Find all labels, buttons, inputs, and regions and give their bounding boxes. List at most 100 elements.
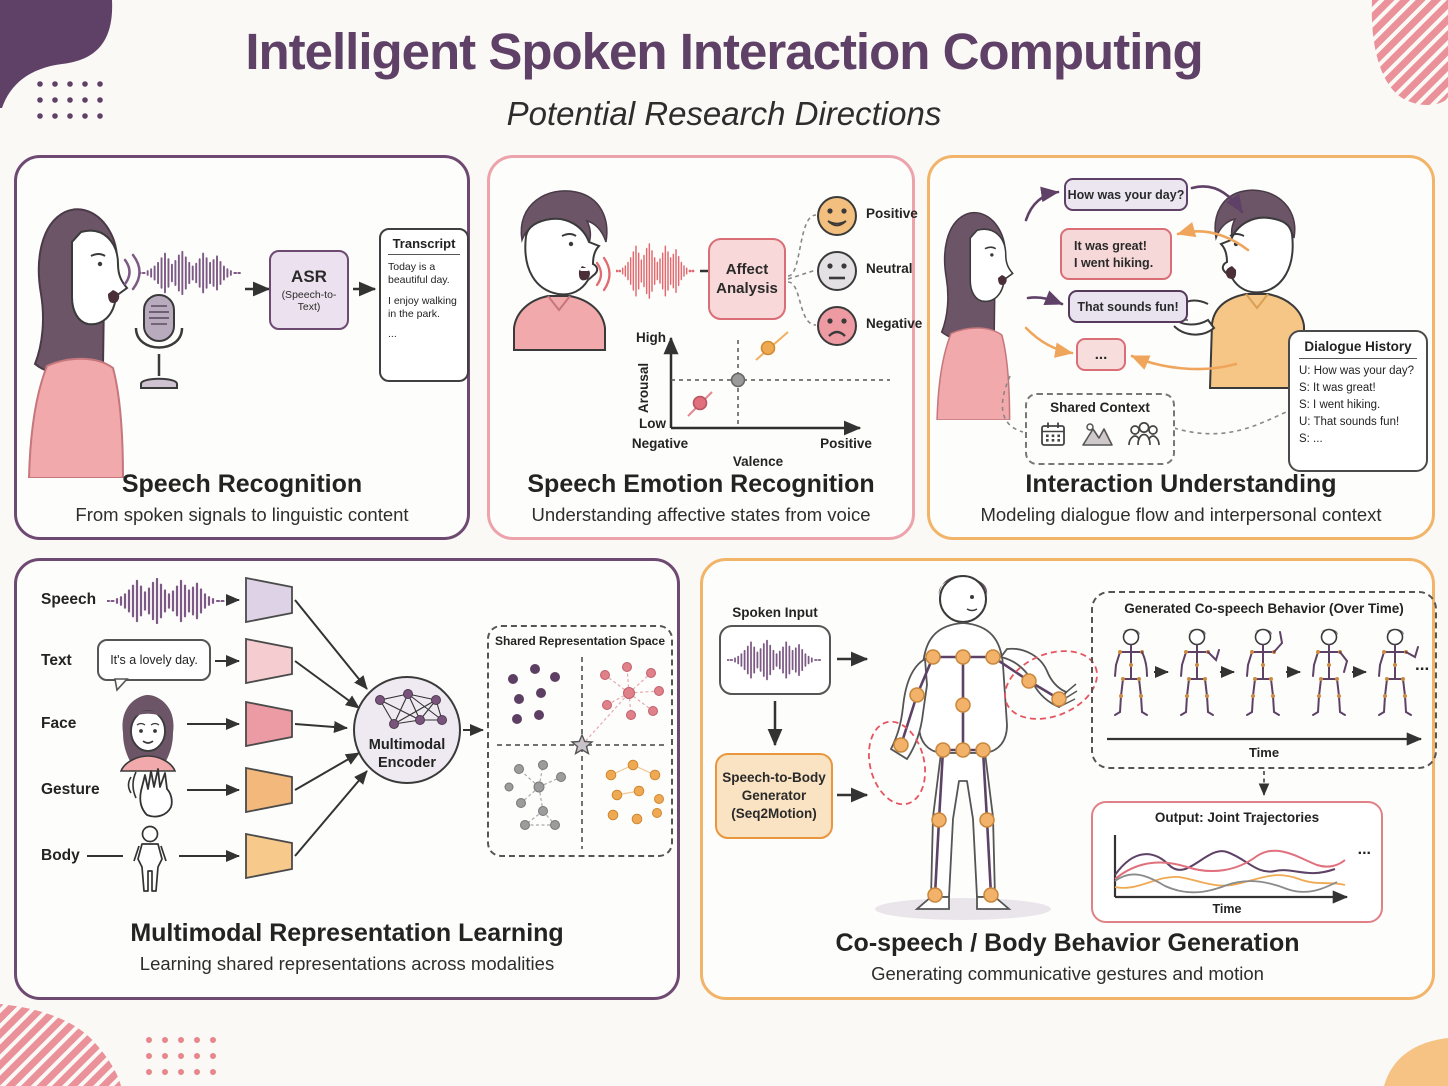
input-waveform-icon <box>727 639 823 681</box>
page-subtitle: Potential Research Directions <box>506 95 942 132</box>
dashed-branches <box>787 214 817 326</box>
multimodal-encoder-node: Multimodal Encoder <box>353 676 461 784</box>
group-icon <box>1128 422 1160 446</box>
space-title: Shared Representation Space <box>494 634 666 648</box>
dialogue-history-line: S: It was great! <box>1299 382 1376 394</box>
behavior-time-label: Time <box>1248 745 1280 760</box>
positive-face-icon <box>817 196 857 236</box>
panel-title: Multimodal Representation Learning <box>130 919 564 947</box>
speech-to-body-generator-box: Speech-to-Body Generator (Seq2Motion) <box>715 753 833 839</box>
output-ellipsis: ... <box>1357 841 1371 858</box>
panel-subtitle: From spoken signals to linguistic conten… <box>75 504 409 525</box>
dialogue-history-line: S: ... <box>1299 433 1323 445</box>
modality-label-text: Text <box>41 652 72 669</box>
affect-analysis-box: Affect Analysis <box>708 238 786 320</box>
dots-grid-bottom-left <box>146 1037 216 1075</box>
dialogue-bubble-2: It was great! I went hiking. <box>1060 228 1172 280</box>
corner-petal-bottom-left <box>0 1004 121 1086</box>
gesture-encoder-trapezoid <box>245 766 293 814</box>
chart-low-label: Low <box>639 416 666 431</box>
panel-interaction-understanding: How was your day? It was great! I went h… <box>927 155 1435 540</box>
affect-point-low-negative <box>692 395 708 411</box>
dialogue-bubble-1: How was your day? <box>1064 178 1188 211</box>
calendar-icon <box>1041 422 1065 446</box>
speech-arcs-icon <box>595 256 611 292</box>
output-trajectories-box: Output: Joint Trajectories Time ... <box>1091 801 1383 923</box>
positive-label: Positive <box>866 206 918 221</box>
neutral-face-icon <box>817 251 857 291</box>
panel-subtitle: Generating communicative gestures and mo… <box>871 963 1264 984</box>
asr-box-sub: (Speech-to-Text) <box>281 289 337 313</box>
arrow-generator-to-figure <box>837 787 869 803</box>
arrow-input-to-figure <box>837 651 869 667</box>
panel-speech-emotion: Affect Analysis Positive Neutral N <box>487 155 922 540</box>
text-encoder-trapezoid <box>245 637 293 685</box>
modality-label-body: Body <box>41 847 80 864</box>
output-time-label: Time <box>1213 902 1242 916</box>
dialogue-history-line: U: That sounds fun! <box>1299 416 1400 428</box>
generator-line: (Seq2Motion) <box>731 806 817 822</box>
arrow-wave-to-asr <box>245 281 271 297</box>
pose-frame-1 <box>1109 627 1148 719</box>
dashed-connector-to-output <box>1258 771 1270 796</box>
asr-box-title: ASR <box>291 267 327 286</box>
panel-title: Interaction Understanding <box>1025 470 1337 498</box>
dialogue-history-card: Dialogue History U: How was your day? S:… <box>1288 330 1428 472</box>
corner-petal-bottom-right <box>1384 1038 1448 1086</box>
text-bubble-tail <box>114 678 129 692</box>
generated-behavior-title: Generated Co-speech Behavior (Over Time) <box>1124 601 1404 616</box>
panel-subtitle: Learning shared representations across m… <box>139 953 555 974</box>
panel-title: Co-speech / Body Behavior Generation <box>835 929 1300 957</box>
chart-positive-label: Positive <box>820 436 872 451</box>
shared-context-box: Shared Context <box>1025 393 1175 465</box>
face-icon <box>119 695 177 772</box>
chart-valence-label: Valence <box>733 454 784 469</box>
motion-loop-right <box>1004 650 1098 720</box>
man-speaking-illustration <box>513 190 608 351</box>
behavior-ellipsis: ... <box>1415 655 1430 674</box>
arrow-asr-to-transcript <box>353 281 377 297</box>
arrow-input-to-generator <box>767 701 783 747</box>
chart-negative-label: Negative <box>632 436 689 451</box>
pose-frame-3 <box>1241 627 1284 719</box>
multimodal-arrows <box>87 594 484 862</box>
modality-label-gesture: Gesture <box>41 781 100 798</box>
speech-encoder-trapezoid <box>245 576 293 624</box>
transcript-title: Transcript <box>388 236 460 255</box>
pose-arrow <box>1286 666 1301 678</box>
panel-title: Speech Emotion Recognition <box>527 470 875 498</box>
text-sample-bubble: It's a lovely day. <box>97 639 211 681</box>
encoder-label-2: Encoder <box>377 754 436 771</box>
bubble-2-line-2: I went hiking. <box>1074 255 1154 270</box>
conversation-arrows <box>1001 185 1287 435</box>
pose-frame-2 <box>1175 627 1220 719</box>
shared-context-title: Shared Context <box>1050 400 1150 415</box>
valence-arousal-chart: High Arousal Low Negative Positive Valen… <box>632 330 890 469</box>
network-graph-icon <box>375 689 447 730</box>
transcript-line: I enjoy walking in the park. <box>388 295 457 321</box>
behavior-time-axis <box>1107 732 1423 746</box>
emotion-waveform-icon <box>616 242 696 300</box>
chart-arousal-label: Arousal <box>636 363 651 413</box>
affect-analysis-label: Affect Analysis <box>716 260 778 298</box>
dots-grid-top-left <box>37 81 103 119</box>
panel-speech-recognition: ASR (Speech-to-Text) Transcript Today is… <box>14 155 470 540</box>
negative-label: Negative <box>866 316 923 331</box>
pose-frame-4 <box>1307 627 1349 719</box>
transcript-card: Transcript Today is a beautiful day. I e… <box>379 228 469 382</box>
mountain-icon <box>1082 423 1113 446</box>
gesture-hand-icon <box>127 768 173 818</box>
affect-point-high-positive <box>760 340 776 356</box>
panel-subtitle: Understanding affective states from voic… <box>531 504 871 525</box>
corner-petal-top-right <box>1371 0 1448 105</box>
generated-behavior-box: Generated Co-speech Behavior (Over Time)… <box>1091 591 1437 769</box>
shared-representation-space: Shared Representation Space <box>487 625 673 857</box>
speech-waveform-icon <box>139 250 243 296</box>
chart-high-label: High <box>636 330 666 345</box>
transcript-line: ... <box>388 327 397 340</box>
dialogue-history-line: U: How was your day? <box>1299 365 1415 377</box>
pose-arrow <box>1154 666 1169 678</box>
panel-subtitle: Modeling dialogue flow and interpersonal… <box>980 504 1382 525</box>
representation-clusters <box>497 657 667 849</box>
